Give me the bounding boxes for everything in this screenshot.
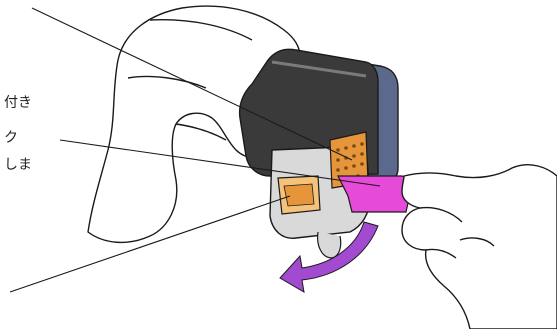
callout-label-2: ク — [4, 130, 18, 146]
leader-line-nozzle — [9, 195, 291, 293]
callout-leader-lines — [9, 7, 381, 293]
leader-line-contacts — [31, 7, 353, 161]
callout-label-3: しま — [4, 157, 32, 173]
ink-cartridge — [238, 48, 399, 259]
right-hand — [401, 164, 557, 329]
callout-label-1: 付き — [4, 95, 32, 111]
pull-direction-arrow — [279, 221, 379, 293]
leader-line-tape — [59, 139, 381, 187]
